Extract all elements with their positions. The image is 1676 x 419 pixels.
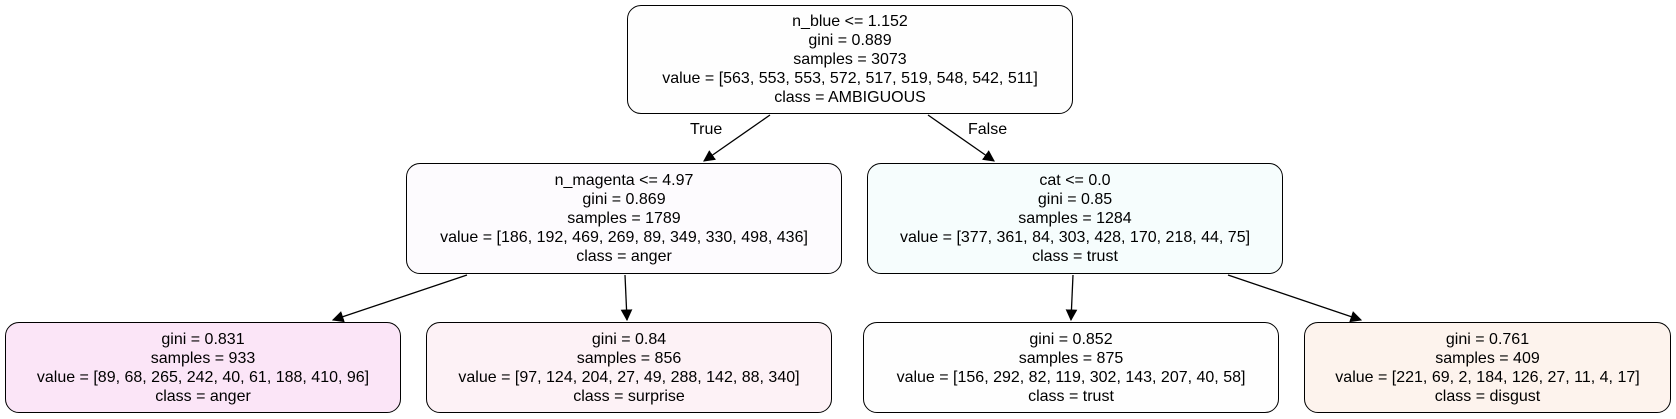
node-value: value = [156, 292, 82, 119, 302, 143, 20… (896, 368, 1246, 386)
tree-leaf-right-left: gini = 0.852 samples = 875 value = [156,… (863, 322, 1279, 413)
edge-left-leftleft (331, 274, 468, 323)
node-samples: samples = 3073 (793, 51, 907, 68)
tree-node-root: n_blue <= 1.152 gini = 0.889 samples = 3… (627, 5, 1073, 114)
node-samples: samples = 1789 (567, 210, 681, 227)
edge-label-true: True (690, 121, 723, 138)
node-gini: gini = 0.869 (582, 191, 666, 208)
edge-root-right (927, 114, 995, 162)
node-samples: samples = 856 (576, 349, 682, 367)
node-value: value = [186, 192, 469, 269, 89, 349, 33… (440, 229, 808, 246)
node-gini: gini = 0.761 (1445, 330, 1530, 348)
node-value: value = [377, 361, 84, 303, 428, 170, 21… (899, 229, 1251, 246)
node-samples: samples = 1284 (1018, 210, 1132, 227)
node-samples: samples = 409 (1435, 349, 1540, 367)
tree-node-right: cat <= 0.0 gini = 0.85 samples = 1284 va… (867, 163, 1283, 274)
tree-leaf-right-right: gini = 0.761 samples = 409 value = [221,… (1304, 322, 1671, 413)
edge-right-rightright (1227, 274, 1363, 323)
node-class: class = trust (1028, 387, 1114, 405)
node-class: class = anger (155, 387, 251, 405)
tree-leaf-left-right: gini = 0.84 samples = 856 value = [97, 1… (426, 322, 832, 413)
node-samples: samples = 875 (1018, 349, 1124, 367)
node-split-rule: n_magenta <= 4.97 (554, 172, 694, 189)
node-gini: gini = 0.84 (591, 330, 667, 348)
tree-node-left: n_magenta <= 4.97 gini = 0.869 samples =… (406, 163, 842, 274)
node-value: value = [89, 68, 265, 242, 40, 61, 188, … (36, 368, 370, 386)
node-gini: gini = 0.85 (1037, 191, 1113, 208)
node-split-rule: cat <= 0.0 (1039, 172, 1111, 189)
tree-leaf-left-left: gini = 0.831 samples = 933 value = [89, … (5, 322, 401, 413)
node-value: value = [563, 553, 553, 572, 517, 519, 5… (662, 70, 1038, 87)
node-gini: gini = 0.852 (1029, 330, 1113, 348)
node-gini: gini = 0.831 (161, 330, 245, 348)
edge-root-left (703, 114, 771, 162)
node-class: class = disgust (1434, 387, 1541, 405)
edge-label-false: False (968, 121, 1008, 138)
node-class: class = anger (576, 248, 672, 265)
edge-right-rightleft (1065, 274, 1078, 322)
node-value: value = [221, 69, 2, 184, 126, 27, 11, 4… (1335, 368, 1640, 386)
edge-left-leftright (620, 274, 633, 322)
node-class: class = surprise (573, 387, 685, 405)
node-split-rule: n_blue <= 1.152 (792, 13, 908, 30)
node-gini: gini = 0.889 (808, 32, 892, 49)
node-class: class = AMBIGUOUS (774, 89, 926, 106)
node-class: class = trust (1032, 248, 1118, 265)
node-value: value = [97, 124, 204, 27, 49, 288, 142,… (458, 368, 800, 386)
node-samples: samples = 933 (150, 349, 256, 367)
